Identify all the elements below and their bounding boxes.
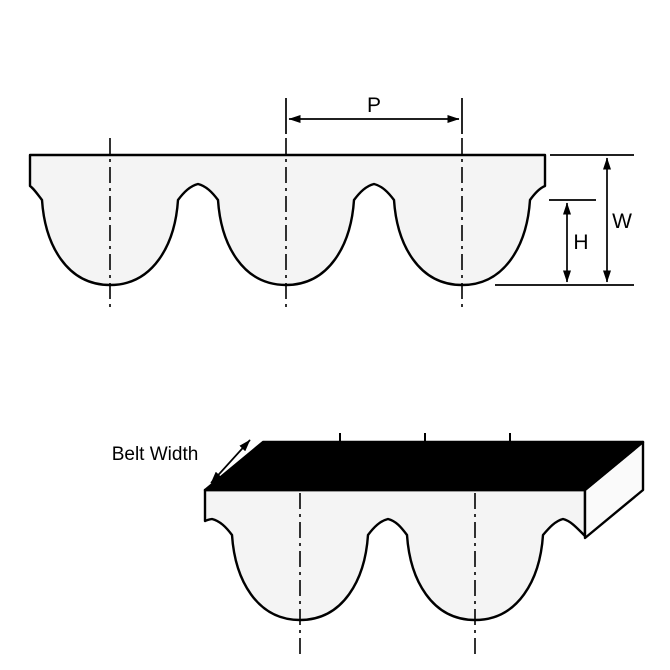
overall-height-dimension: W: [495, 154, 634, 286]
overall-height-label: W: [612, 210, 632, 233]
belt-cross-section-view: P W H: [28, 94, 634, 312]
belt-profile-outline: [28, 153, 547, 287]
belt-top-face: [203, 440, 645, 492]
belt-isometric-view: Belt Width: [112, 433, 645, 656]
pitch-dimension: P: [285, 94, 463, 134]
tooth-height-dimension: H: [549, 199, 596, 283]
belt-width-arrow: [210, 439, 251, 484]
belt-width-annotation: Belt Width: [112, 439, 251, 484]
tooth-height-label: H: [573, 231, 588, 254]
belt-width-label: Belt Width: [112, 444, 199, 465]
belt-front-face: [203, 488, 587, 622]
pitch-label: P: [367, 94, 381, 117]
